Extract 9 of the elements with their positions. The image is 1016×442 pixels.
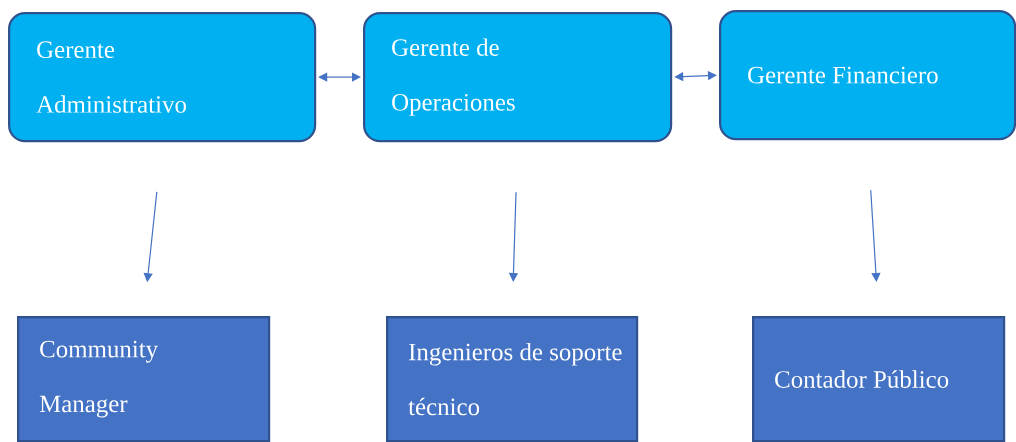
role-box: Gerente Administrativo bbox=[8, 12, 317, 143]
role-box: Community Manager bbox=[17, 316, 271, 442]
role-box: Ingenieros de soporte técnico bbox=[386, 316, 639, 442]
role-box: Contador Público bbox=[752, 316, 1006, 442]
arrow bbox=[674, 70, 717, 82]
role-box: Gerente de Operaciones bbox=[363, 12, 673, 143]
role-box: Gerente Financiero bbox=[719, 10, 1016, 141]
arrow bbox=[318, 72, 361, 82]
arrow bbox=[870, 189, 881, 282]
